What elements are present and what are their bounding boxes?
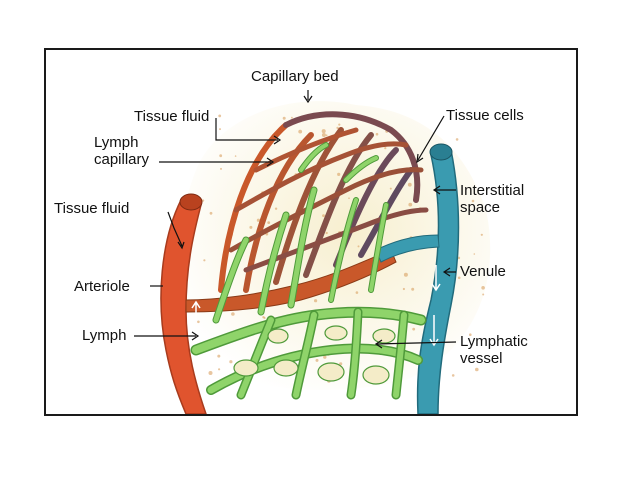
- label-interstitial-line1: Interstitial: [460, 182, 525, 199]
- label-tissue-fluid-top: Tissue fluid: [134, 108, 210, 125]
- arteriole-vessel: [160, 199, 207, 414]
- label-lymph: Lymph: [82, 327, 127, 344]
- arteriole-opening: [179, 193, 203, 211]
- label-lymph-capillary: Lymph capillary: [94, 134, 149, 168]
- tissue-cell-dot: [262, 316, 265, 319]
- tissue-cell-dot: [357, 245, 360, 248]
- label-capillary-bed: Capillary bed: [251, 68, 339, 85]
- label-lymphatic-vessel: Lymphatic vessel: [460, 333, 528, 367]
- tissue-cell-dot: [412, 327, 416, 331]
- leader-lines: [134, 90, 457, 349]
- tissue-cell-dot: [249, 225, 253, 229]
- tissue-cell-dot: [323, 355, 327, 359]
- tissue-cell-dot: [348, 197, 350, 199]
- tissue-cell-dot: [218, 114, 222, 118]
- tissue-cell-dot: [384, 147, 387, 150]
- tissue-cell-dot: [480, 233, 483, 236]
- diagram-frame: Capillary bed Tissue fluid Lymph capilla…: [44, 48, 578, 416]
- tissue-cell-dot: [455, 138, 459, 141]
- tissue-cell-dot: [315, 358, 319, 362]
- tissue-cell-dot: [229, 360, 233, 364]
- tissue-cell-dot: [219, 128, 221, 131]
- label-lymph-capillary-line1: Lymph: [94, 134, 139, 151]
- lymph-cell-gaps: [233, 325, 396, 385]
- tissue-cell-dot: [482, 293, 485, 296]
- tissue-cell-dot: [325, 231, 328, 235]
- flow-arrows: [191, 265, 441, 347]
- tissue-cell-dot: [408, 202, 413, 207]
- tissue-cell-dot: [203, 259, 206, 262]
- tissue-cell-dot: [325, 134, 328, 137]
- label-lymphatic-line2: vessel: [460, 350, 503, 367]
- tissue-cell-dot: [291, 116, 293, 119]
- tissue-cell-dot: [197, 320, 200, 324]
- tissue-cell-dot: [314, 299, 318, 303]
- tissue-cell-dot: [402, 287, 405, 291]
- tissue-cell-dot: [403, 272, 408, 277]
- tissue-cell-dot: [411, 287, 415, 291]
- tissue-cell-dot: [339, 362, 343, 366]
- tissue-cell-dot: [473, 253, 476, 255]
- tissue-cell-dot: [475, 367, 479, 372]
- tissue-cell-dot: [469, 333, 472, 337]
- tissue-cell-dot: [321, 129, 326, 134]
- tissue-cell-dot: [322, 214, 325, 218]
- label-venule: Venule: [460, 263, 506, 280]
- tissue-cell-dot: [337, 172, 341, 176]
- label-lymph-capillary-line2: capillary: [94, 151, 150, 168]
- tissue-cell-dot: [481, 286, 485, 290]
- tissue-cell-dot: [234, 155, 237, 157]
- label-tissue-cells: Tissue cells: [446, 107, 524, 124]
- tissue-cell-dot: [209, 211, 213, 215]
- tissue-cell-dot: [375, 132, 379, 136]
- label-interstitial-line2: space: [460, 199, 501, 216]
- tissue-cell-dot: [457, 276, 461, 280]
- tissue-cell-dot: [218, 368, 221, 371]
- capillary-illustration: [134, 90, 491, 414]
- tissue-cell-dot: [220, 167, 222, 170]
- label-lymphatic-line1: Lymphatic: [460, 333, 528, 350]
- tissue-cell-dot: [338, 123, 341, 126]
- tissue-cell-dot: [231, 312, 235, 316]
- venule-vessel: [416, 149, 460, 414]
- tissue-cell-dot: [389, 187, 392, 190]
- tissue-cell-dot: [471, 199, 475, 203]
- tissue-cell-dot: [282, 116, 286, 120]
- venule-branch: [375, 234, 440, 263]
- tissue-cell-dot: [298, 129, 303, 134]
- label-interstitial-space: Interstitial space: [460, 182, 524, 216]
- tissue-cell-dot: [256, 218, 260, 222]
- tissue-cell-dot: [336, 126, 339, 130]
- tissue-cell-dot: [208, 371, 213, 375]
- label-arteriole: Arteriole: [74, 278, 130, 295]
- tissue-cell-dot: [267, 221, 271, 225]
- tissue-cell-dot: [451, 374, 455, 377]
- tissue-cell-dot: [407, 182, 412, 187]
- tissue-cell-dot: [219, 154, 223, 158]
- tissue-cell-dot: [355, 291, 359, 294]
- venule-opening: [429, 143, 453, 161]
- label-tissue-fluid-left: Tissue fluid: [54, 200, 130, 217]
- tissue-cell-dot: [321, 133, 326, 137]
- tissue-cell-dot: [217, 354, 221, 358]
- tissue-cell-dot: [274, 207, 278, 210]
